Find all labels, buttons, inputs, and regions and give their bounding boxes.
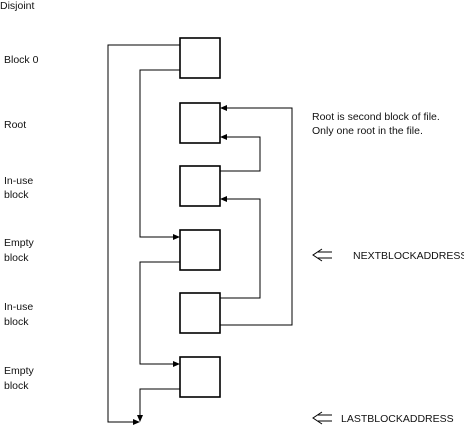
block0-to-empty-link	[139, 69, 180, 240]
inuse-block-2-box	[179, 292, 221, 334]
next-block-address-arrow	[312, 248, 332, 262]
last-block-address-arrow	[312, 411, 332, 425]
root-note-line1: Root is second block of file.	[312, 111, 440, 123]
inuse-block-1-box	[179, 165, 221, 207]
inuse2-to-root-link	[220, 105, 293, 326]
inuse-block-1-label-line2: block	[4, 189, 29, 201]
block0-to-last-address-link	[107, 44, 180, 425]
root-block-box	[179, 102, 221, 144]
empty-to-last-address-link	[137, 388, 180, 422]
block-0-box	[179, 37, 221, 79]
empty-block-2-label-line1: Empty	[4, 365, 35, 377]
inuse1-to-root-link	[220, 134, 261, 172]
inuse-block-2-label-line1: In-use	[4, 301, 33, 313]
inuse-block-1-label-line1: In-use	[4, 175, 33, 187]
empty-block-1-label-line1: Empty	[4, 237, 35, 249]
block-0-label: Block 0	[4, 54, 39, 66]
empty-block-2-box	[179, 356, 221, 398]
diagram-title: Disjoint	[0, 0, 35, 12]
empty-block-1-label-line2: block	[4, 252, 29, 264]
inuse-block-2-label-line2: block	[4, 316, 29, 328]
empty-block-2-label-line2: block	[4, 380, 29, 392]
next-block-address-label: NEXTBLOCKADDRESS	[353, 250, 464, 262]
root-note-line2: Only one root in the file.	[312, 125, 423, 137]
inuse2-to-inuse1-link	[220, 196, 261, 299]
last-block-address-label: LASTBLOCKADDRESS	[341, 413, 454, 425]
empty-block-1-box	[179, 229, 221, 271]
root-label: Root	[4, 119, 26, 131]
empty-to-empty-link	[139, 261, 180, 367]
